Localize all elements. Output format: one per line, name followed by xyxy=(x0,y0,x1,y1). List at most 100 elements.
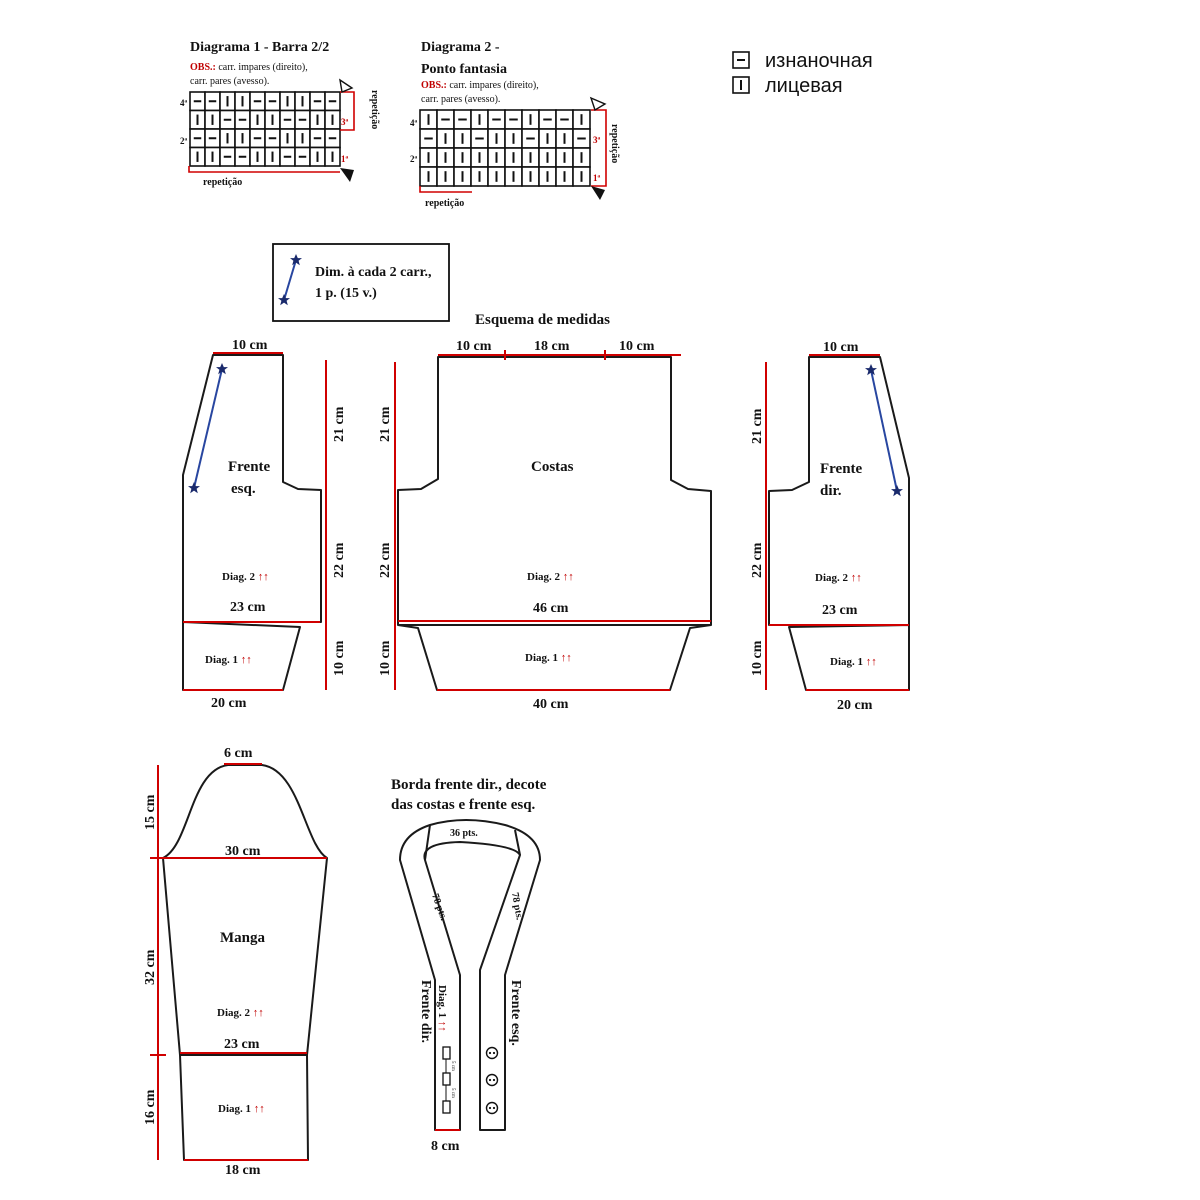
knit-stitch-cell xyxy=(521,109,540,130)
purl-stitch-cell xyxy=(219,146,236,167)
purl-stitch-cell xyxy=(249,128,266,149)
knit-stitch-cell xyxy=(538,166,557,187)
back-piece: 10 cm 18 cm 10 cm Costas Diag. 2 ↑↑ 46 c… xyxy=(378,339,712,712)
front-left-name-line2: esq. xyxy=(231,481,256,497)
front-right-top-measure: 10 cm xyxy=(823,340,859,355)
diagram1-row-label-2: 2ª xyxy=(180,136,188,146)
purl-stitch-cell xyxy=(572,128,591,149)
knit-stitch-cell xyxy=(572,166,591,187)
front-left-diag1-label: Diag. 1 ↑↑ xyxy=(205,654,252,666)
back-top-right-measure: 10 cm xyxy=(619,339,655,354)
buttonhole-icon xyxy=(442,1046,451,1060)
direction-arrow-icon xyxy=(340,168,354,182)
knit-stitch-cell xyxy=(470,166,489,187)
purl-stitch-cell xyxy=(249,91,266,112)
knit-stitch-cell xyxy=(324,109,341,130)
knit-stitch-cell xyxy=(453,166,472,187)
back-height-3: 10 cm xyxy=(378,640,393,676)
diagram1-chart-grid xyxy=(189,91,341,167)
front-right-height-1: 21 cm xyxy=(750,408,765,444)
front-left-outline xyxy=(182,354,322,623)
knit-stitch-cell xyxy=(470,109,489,130)
sleeve-width-mid: 23 cm xyxy=(224,1037,260,1052)
knit-stitch-cell xyxy=(279,91,296,112)
diagram2-side-row-3: 3ª xyxy=(593,135,601,145)
knit-stitch-cell xyxy=(436,166,455,187)
diagram1-side-row-1: 1ª xyxy=(341,154,349,164)
buttonhole-markers: 5 cm 5 cm xyxy=(442,1046,455,1114)
button-icon xyxy=(485,1101,499,1115)
border-left-label: Frente dir. xyxy=(418,980,433,1043)
knit-stitch-cell xyxy=(470,147,489,168)
border-top-pts: 36 pts. xyxy=(450,828,478,839)
border-right-pts: 78 pts. xyxy=(509,892,525,922)
purl-stitch-cell xyxy=(555,109,574,130)
buttonhole-icon xyxy=(442,1072,451,1086)
knit-stitch-cell xyxy=(189,146,206,167)
knit-stitch-cell xyxy=(538,128,557,149)
buttonhole-spacing-2: 5 cm xyxy=(450,1088,455,1098)
knit-stitch-cell xyxy=(504,166,523,187)
knit-stitch-cell xyxy=(436,147,455,168)
front-right-name-line1: Frente xyxy=(820,461,863,477)
front-left-width-measure: 23 cm xyxy=(230,600,266,615)
purl-stitch-cell xyxy=(234,146,251,167)
sleeve-outline xyxy=(162,764,328,1161)
purl-stitch-cell xyxy=(436,109,455,130)
front-right-diag1-label: Diag. 1 ↑↑ xyxy=(830,656,877,668)
diagram1-repeat-horizontal: repetição xyxy=(203,177,242,188)
start-arrow-icon xyxy=(339,78,354,93)
front-left-piece: 10 cm Frente esq. Diag. 2 ↑↑ 23 cm Diag.… xyxy=(182,338,347,711)
decrease-note-line1: Dim. à cada 2 carr., xyxy=(315,265,432,280)
sleeve-width-top: 30 cm xyxy=(225,844,261,859)
diagram2-title-line2: Ponto fantasia xyxy=(421,62,507,77)
front-left-top-measure: 10 cm xyxy=(232,338,268,353)
back-outline xyxy=(397,356,712,626)
knit-stitch-cell xyxy=(572,147,591,168)
sleeve-height-2: 32 cm xyxy=(143,949,158,985)
knit-stitch-cell xyxy=(555,128,574,149)
knit-stitch-cell xyxy=(234,91,251,112)
purl-stitch-cell xyxy=(189,128,206,149)
knit-stitch-cell xyxy=(294,91,311,112)
knit-stitch-cell xyxy=(419,147,438,168)
sleeve-piece: 6 cm 30 cm Manga Diag. 2 ↑↑ 23 cm Diag. … xyxy=(143,746,328,1178)
legend-knit-label: лицевая xyxy=(765,75,843,97)
knit-stitch-cell xyxy=(555,147,574,168)
knit-stitch-cell xyxy=(204,146,221,167)
knit-stitch-cell xyxy=(294,128,311,149)
purl-stitch-cell xyxy=(521,128,540,149)
buttons xyxy=(485,1046,499,1115)
front-left-bottom-measure: 20 cm xyxy=(211,696,247,711)
knit-stitch-cell xyxy=(234,128,251,149)
knit-stitch-cell xyxy=(204,109,221,130)
front-left-height-3: 10 cm xyxy=(332,640,347,676)
knit-stitch-cell xyxy=(555,166,574,187)
knit-stitch-cell xyxy=(249,109,266,130)
border-left-pts: 78 pts. xyxy=(429,892,449,922)
sleeve-name: Manga xyxy=(220,930,266,946)
purl-stitch-cell xyxy=(204,128,221,149)
start-arrow-icon xyxy=(589,96,607,112)
purl-stitch-cell xyxy=(279,146,296,167)
back-diag1-label: Diag. 1 ↑↑ xyxy=(525,652,572,664)
decrease-note-line2: 1 p. (15 v.) xyxy=(315,286,377,301)
sleeve-diag1-label: Diag. 1 ↑↑ xyxy=(218,1103,265,1115)
knit-stitch-cell xyxy=(538,147,557,168)
border-outer-outline xyxy=(399,819,541,1131)
knit-stitch-cell xyxy=(487,147,506,168)
knit-stitch-cell xyxy=(453,147,472,168)
border-right-label: Frente esq. xyxy=(508,980,523,1046)
knit-stitch-cell xyxy=(487,166,506,187)
border-width-measure: 8 cm xyxy=(431,1139,460,1154)
back-height-2: 22 cm xyxy=(378,542,393,578)
front-right-width-measure: 23 cm xyxy=(822,603,858,618)
purl-stitch-cell xyxy=(309,91,326,112)
front-left-height-1: 21 cm xyxy=(332,406,347,442)
front-left-name-line1: Frente xyxy=(228,459,271,475)
sleeve-height-3: 16 cm xyxy=(143,1089,158,1125)
diagram2-obs-line1: OBS.: carr. impares (direito), xyxy=(421,80,539,91)
diagram2-repeat-vertical: repetição xyxy=(609,124,620,163)
diagram2-chart-grid xyxy=(419,109,591,187)
purl-stitch-cell xyxy=(189,91,206,112)
